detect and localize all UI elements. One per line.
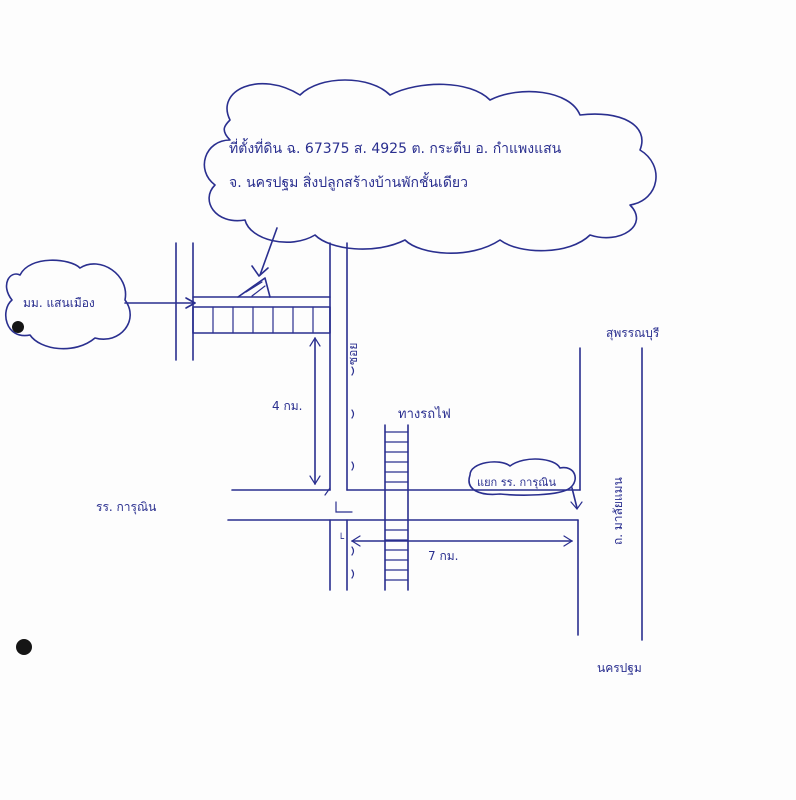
junction-label: แยก รร. การุณิน (477, 476, 556, 489)
punch-hole-bottom (16, 639, 32, 655)
soi-flow-marks (351, 366, 355, 579)
land-info-line2: จ. นครปฐม สิ่งปลูกสร้างบ้านพักชั้นเดียว (229, 172, 468, 191)
village-arrowhead (185, 297, 196, 309)
soi-marker-lower: └ (338, 532, 345, 545)
plot-dividers (212, 306, 314, 334)
village-label: มม. แสนเมือง (23, 296, 95, 310)
railway-ties (384, 431, 409, 581)
junction-arrow (571, 487, 578, 509)
suphanburi-label: สุพรรณบุรี (606, 326, 660, 341)
distance-4km-label: 4 กม. (272, 399, 302, 413)
road-label: ถ. มาลัยแมน (611, 477, 625, 545)
corner-tick (324, 487, 331, 496)
turn-mark (335, 501, 353, 513)
distance-7km-label: 7 กม. (428, 549, 458, 563)
school-left-label: รร. การุณิน (96, 500, 156, 515)
house-marker (237, 277, 271, 298)
railway-label: ทางรถไฟ (398, 406, 451, 422)
soi-label: ซอย (346, 343, 360, 365)
distance-7km-arrows (350, 535, 574, 547)
nakhonpathom-label: นครปฐม (597, 661, 642, 675)
house-hatch (245, 281, 266, 297)
punch-hole-top (12, 321, 24, 333)
cloud-pointer-arrowhead (251, 265, 269, 277)
info-cloud (203, 79, 657, 254)
village-cloud (4, 259, 131, 350)
land-info-line1: ที่ตั้งที่ดิน ฉ. 67375 ส. 4925 ต. กระตีบ… (229, 138, 562, 157)
distance-4km-arrows (309, 336, 321, 486)
cloud-pointer-arrow (259, 227, 278, 276)
junction-arrowhead (570, 501, 583, 510)
junction-cloud (468, 458, 576, 496)
